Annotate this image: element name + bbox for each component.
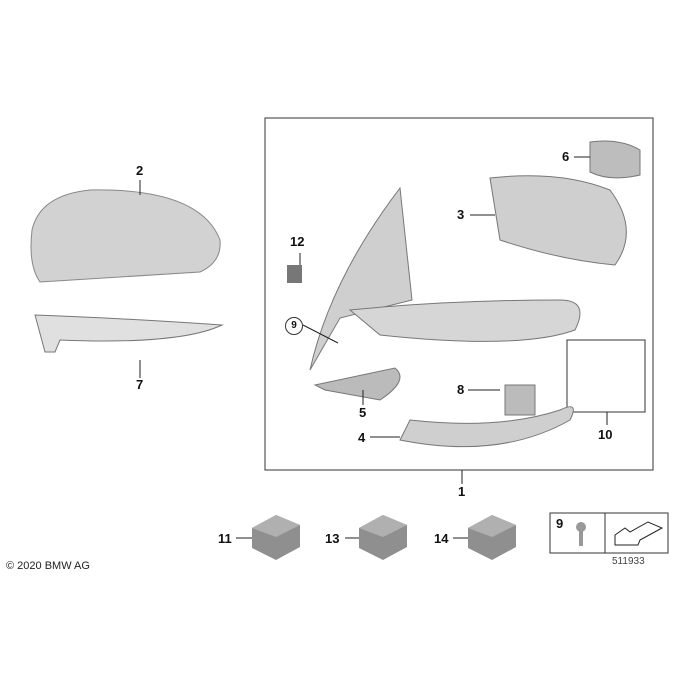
callout-11: 11: [218, 531, 232, 546]
callout-1: 1: [458, 484, 466, 499]
mirror-cap: [30, 189, 221, 283]
screw-icon: [576, 522, 586, 546]
package-14: [468, 515, 516, 560]
turn-signal-strip: [34, 314, 224, 353]
callout-6: 6: [562, 149, 570, 164]
trim-4: [399, 406, 574, 448]
control-unit-8: [504, 384, 536, 416]
arrow-symbol: [614, 521, 664, 546]
copyright: © 2020 BMW AG: [6, 560, 90, 572]
callout-2: 2: [136, 163, 144, 178]
callout-3: 3: [457, 207, 465, 222]
mirror-glass: [309, 186, 413, 371]
callout-12: 12: [290, 234, 305, 249]
callout-8: 8: [457, 382, 465, 397]
diagram-number: 511933: [612, 556, 645, 567]
actuator-6: [589, 140, 641, 179]
callout-4: 4: [358, 430, 366, 445]
callout-5: 5: [359, 405, 367, 420]
callout-14: 14: [434, 531, 449, 546]
callout-13: 13: [325, 531, 340, 546]
callout-7: 7: [136, 377, 144, 392]
mirror-base-5: [313, 367, 401, 401]
callout-9-circled: 9: [285, 317, 303, 335]
callout-9-legend: 9: [556, 516, 564, 531]
fastener-legend-frame: [549, 512, 669, 554]
clip-12: [287, 265, 302, 283]
mirror-body: [348, 299, 581, 342]
part-10-frame: [566, 339, 646, 413]
package-11: [252, 515, 300, 560]
package-boxes: [252, 515, 516, 560]
package-13: [359, 515, 407, 560]
callout-10: 10: [598, 427, 613, 442]
assembly-frame: [264, 117, 654, 471]
frame-3: [489, 175, 627, 266]
